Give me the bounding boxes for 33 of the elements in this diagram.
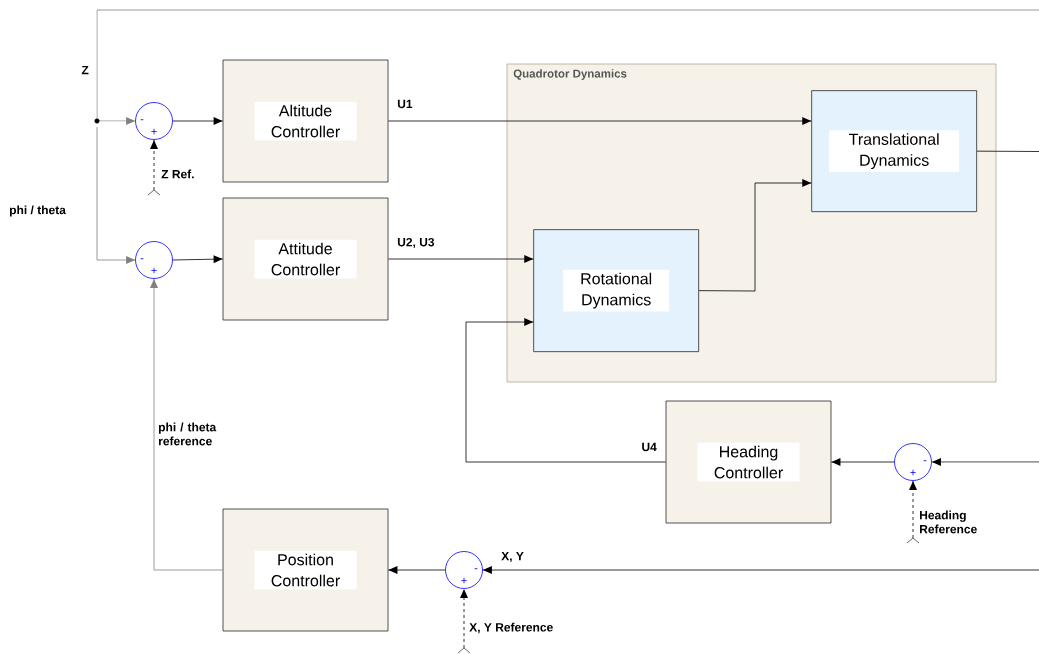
arrow — [388, 117, 812, 125]
arrow — [96, 126, 136, 264]
edge-label: phi / theta — [10, 205, 66, 217]
dashed-arrow — [150, 139, 158, 191]
block: Attitude Controller — [222, 197, 389, 321]
arrow — [150, 278, 223, 571]
edge-label: Z Ref. — [161, 169, 194, 179]
block: Heading Controller — [665, 400, 832, 524]
block: Position Controller — [222, 508, 389, 632]
arrow — [465, 318, 666, 463]
arrow — [482, 566, 1039, 574]
edge-label: U2, U3 — [397, 237, 435, 249]
signal-line — [976, 150, 1039, 152]
dashed-arrow — [460, 588, 468, 649]
block: Altitude Controller — [222, 59, 389, 183]
edge-label: U4 — [642, 442, 657, 452]
arrow — [172, 255, 223, 264]
arrow — [831, 458, 895, 466]
dashed-arrow — [909, 480, 917, 539]
arrow — [698, 179, 812, 292]
edge-label: U1 — [397, 99, 413, 109]
arrow — [172, 117, 223, 125]
arrow — [388, 566, 446, 574]
arrow — [931, 458, 1039, 466]
arrow — [388, 255, 534, 263]
edge-label: X, Y Reference — [469, 622, 553, 634]
block: Rotational Dynamics — [533, 229, 700, 353]
edge-label: X, Y — [501, 551, 524, 563]
arrow — [96, 9, 1039, 125]
edge-label: Heading Reference — [920, 510, 977, 534]
block: Translational Dynamics — [811, 90, 978, 213]
edge-label: phi / theta reference — [159, 422, 217, 446]
edge-label: Z — [81, 65, 89, 75]
